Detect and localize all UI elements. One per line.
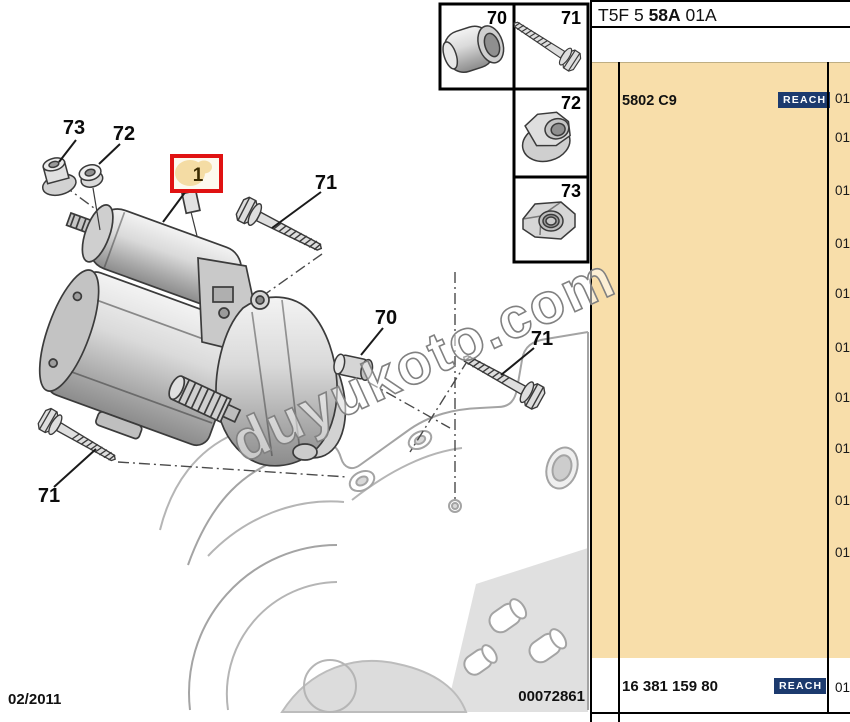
callout-72-label: 72 [113,123,135,145]
table-divider-line [618,62,620,722]
callout-70-label: 70 [375,307,397,329]
qty-cell: 01 [835,183,850,198]
qty-cell: 01 [835,390,850,405]
part-number-row[interactable]: 16 381 159 80 REACH 01 [592,658,850,714]
table-divider-line [827,62,829,714]
page-code-prefix: T5F 5 [598,5,649,25]
cap-70-part [333,353,374,381]
selected-part-callout[interactable]: 1 [170,154,223,193]
inset-part-72-flanged-nut [521,111,571,163]
qty-cell: 01 [835,680,850,695]
inset-73-label: 73 [561,181,581,201]
callout-71-top-label: 71 [315,172,337,194]
parts-table: 5802 C9 REACH 01 01 01 01 01 01 01 01 01… [592,62,850,658]
callout-71-mid-label: 71 [531,328,553,350]
callout-71-bottom-label: 71 [38,485,60,507]
qty-cell: 01 [835,91,850,106]
qty-cell: 01 [835,286,850,301]
inset-parts-column: 70 71 72 73 [438,2,590,264]
part-ref[interactable]: 5802 C9 [622,93,677,109]
callout-1-label: 1 [193,165,204,186]
qty-cell: 01 [835,545,850,560]
page-code-bold: 58A [648,5,681,25]
callout-73-label: 73 [63,117,85,139]
inset-71-label: 71 [561,8,581,28]
inset-72-label: 72 [561,93,581,113]
page-code-suffix: 01A [680,5,717,25]
doc-number: 00072861 [518,688,585,705]
exploded-diagram: 73 72 71 70 71 71 1 [8,2,590,713]
inset-part-73-hex-nut [522,201,576,240]
inset-part-70-cap [442,25,505,73]
qty-cell: 01 [835,340,850,355]
qty-cell: 01 [835,130,850,145]
bolt-71-top [233,194,328,261]
inset-70-label: 70 [487,8,507,28]
washer-72-part [78,164,104,188]
parts-info-panel: T5F 5 58A 01A 5802 C9 REACH 01 01 01 01 … [590,0,850,722]
qty-cell: 01 [835,441,850,456]
nut-73-part [41,157,77,197]
qty-cell: 01 [835,493,850,508]
leader-lines [53,139,535,488]
date-code: 02/2011 [8,691,61,708]
reach-badge[interactable]: REACH [774,678,827,694]
bolt-71-mid [457,345,548,412]
qty-cell: 01 [835,236,850,251]
page-code-header: T5F 5 58A 01A [592,0,850,28]
part-number[interactable]: 16 381 159 80 [622,678,718,695]
reach-badge[interactable]: REACH [778,92,831,108]
starter-motor-drawing [38,187,347,467]
